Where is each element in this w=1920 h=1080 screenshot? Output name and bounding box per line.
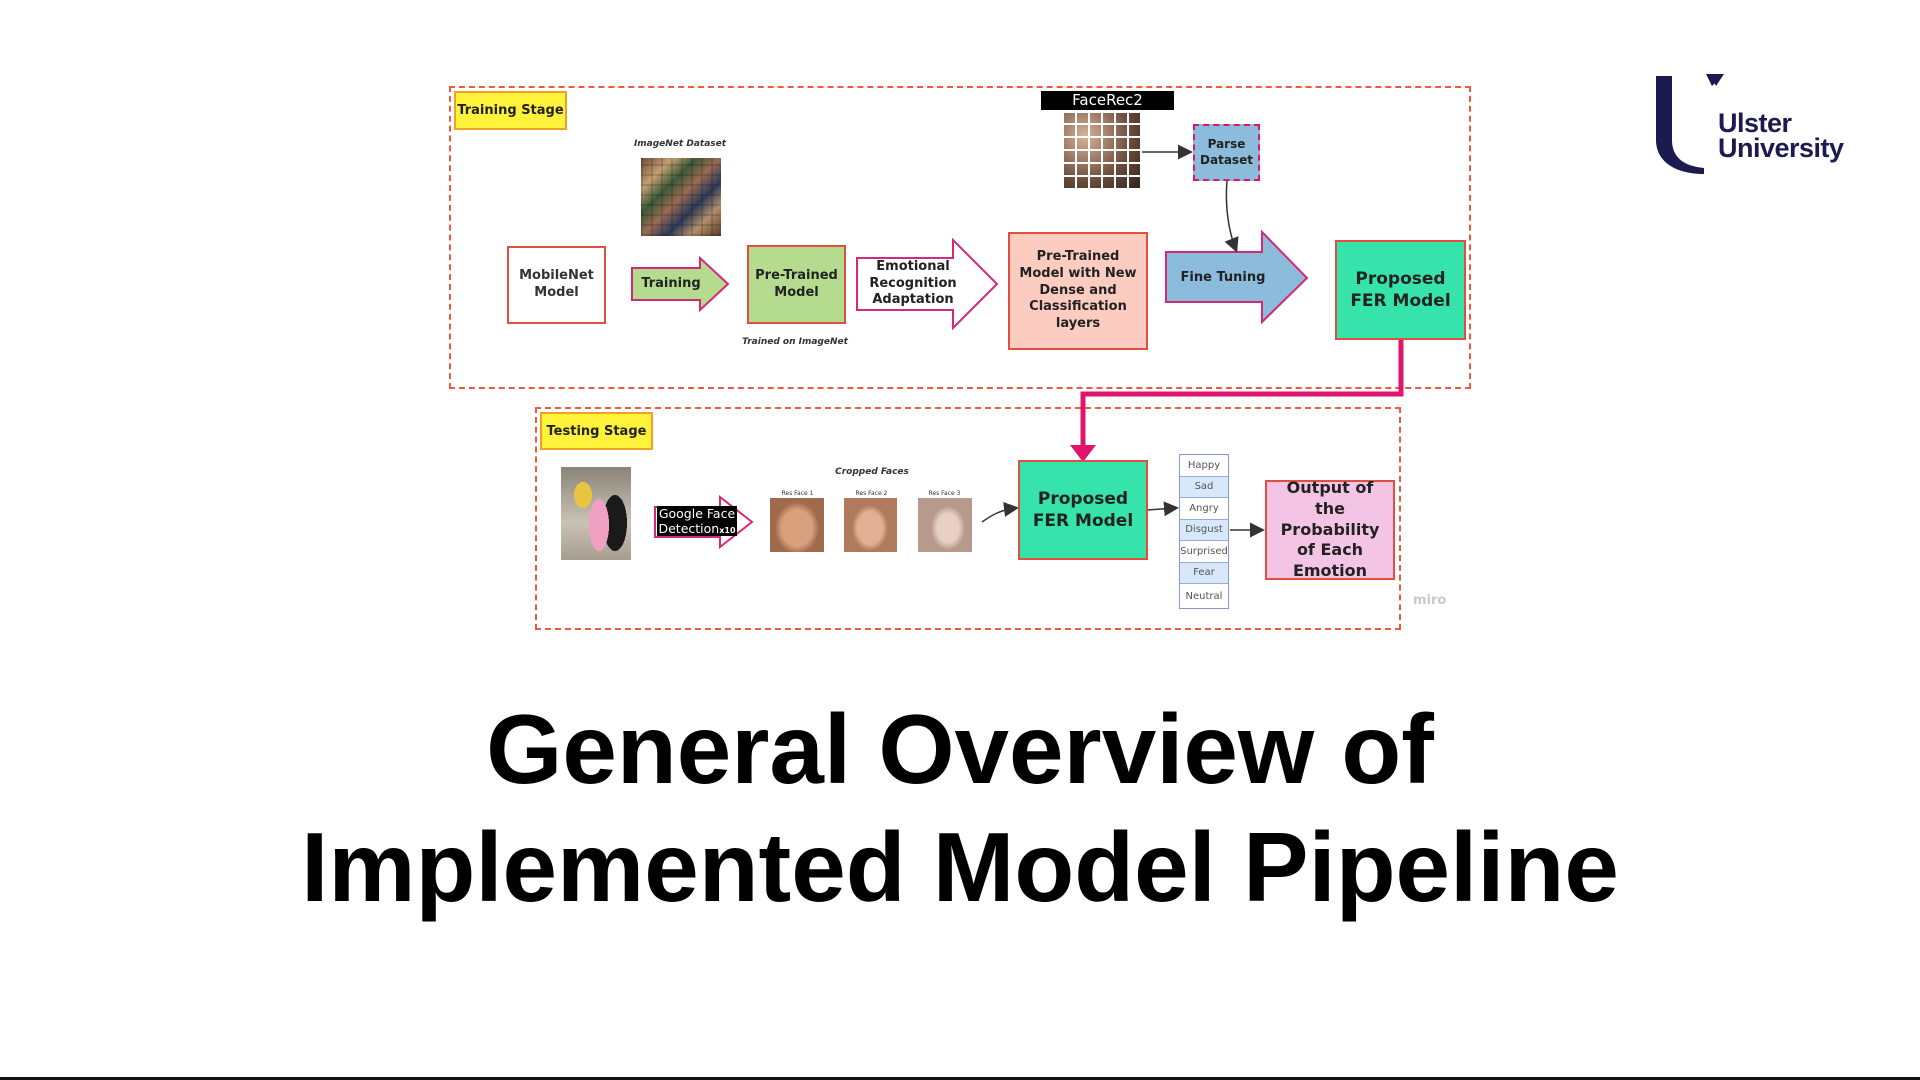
fine-tuning-label: Fine Tuning: [1180, 269, 1266, 285]
emotion-item: Surprised: [1180, 541, 1228, 563]
adaptation-arrow-label: Emotional Recognition Adaptation: [869, 258, 957, 308]
cropped-faces-caption: Cropped Faces: [835, 467, 909, 477]
fine-tuning-arrow-shape: [1165, 229, 1309, 325]
training-stage-frame: [449, 86, 1471, 389]
face-3-caption: Res Face 3: [928, 490, 961, 497]
emotion-item: Disgust: [1180, 519, 1228, 541]
face-2-image: [844, 498, 897, 552]
miro-watermark: miro: [1413, 593, 1447, 608]
face-3-image: [918, 498, 972, 552]
emotion-item: Fear: [1180, 562, 1228, 584]
facerec-face-grid-image: [1062, 113, 1140, 190]
group-photo-image: [561, 467, 631, 560]
logo-text-ulster: Ulster: [1718, 108, 1792, 138]
testing-stage-label: Testing Stage: [540, 412, 653, 450]
training-arrow-shape: [631, 255, 730, 313]
logo-text-university: University: [1718, 133, 1844, 163]
face-detection-label: Google Face Detectionx10: [657, 506, 737, 536]
face-1-caption: Res Face 1: [781, 490, 814, 497]
imagenet-mosaic-image: [641, 158, 721, 236]
emotion-item: Neutral: [1185, 590, 1223, 602]
pretrained-model-box: Pre-Trained Model: [747, 245, 846, 324]
facerec-caption: FaceRec2 Dataset: [1041, 91, 1174, 128]
parse-dataset-box: Parse Dataset: [1193, 124, 1260, 181]
training-stage-label: Training Stage: [454, 91, 567, 130]
training-arrow-label: Training: [641, 275, 701, 291]
face-detection-count: x10: [719, 526, 736, 535]
emotion-item: Sad: [1180, 476, 1228, 498]
pretrained-dense-box: Pre-Trained Model with New Dense and Cla…: [1008, 232, 1148, 350]
face-1-image: [770, 498, 824, 552]
emotion-item: Angry: [1180, 498, 1228, 520]
slide-title-line-1: General Overview of: [486, 694, 1434, 804]
testing-stage-frame: [535, 407, 1401, 630]
trained-on-imagenet-caption: Trained on ImageNet: [742, 337, 848, 347]
emotion-list: Happy Sad Angry Disgust Surprised Fear N…: [1179, 454, 1229, 609]
proposed-fer-model-training-box: Proposed FER Model: [1335, 240, 1466, 340]
proposed-fer-model-testing-box: Proposed FER Model: [1018, 460, 1148, 560]
face-2-caption: Res Face 2: [855, 490, 888, 497]
slide-title: General Overview of Implemented Model Pi…: [0, 690, 1920, 926]
face-detection-text: Google Face Detection: [658, 506, 736, 536]
imagenet-caption: ImageNet Dataset: [633, 139, 727, 149]
bottom-rule: [0, 1077, 1920, 1080]
adaptation-arrow-shape: [856, 237, 999, 331]
mobilenet-model-box: MobileNet Model: [507, 246, 606, 324]
emotion-item: Happy: [1180, 455, 1228, 477]
ulster-u-logo-mark: [1656, 74, 1724, 174]
slide-title-line-2: Implemented Model Pipeline: [301, 812, 1619, 922]
output-probability-box: Output of the Probability of Each Emotio…: [1265, 478, 1395, 580]
